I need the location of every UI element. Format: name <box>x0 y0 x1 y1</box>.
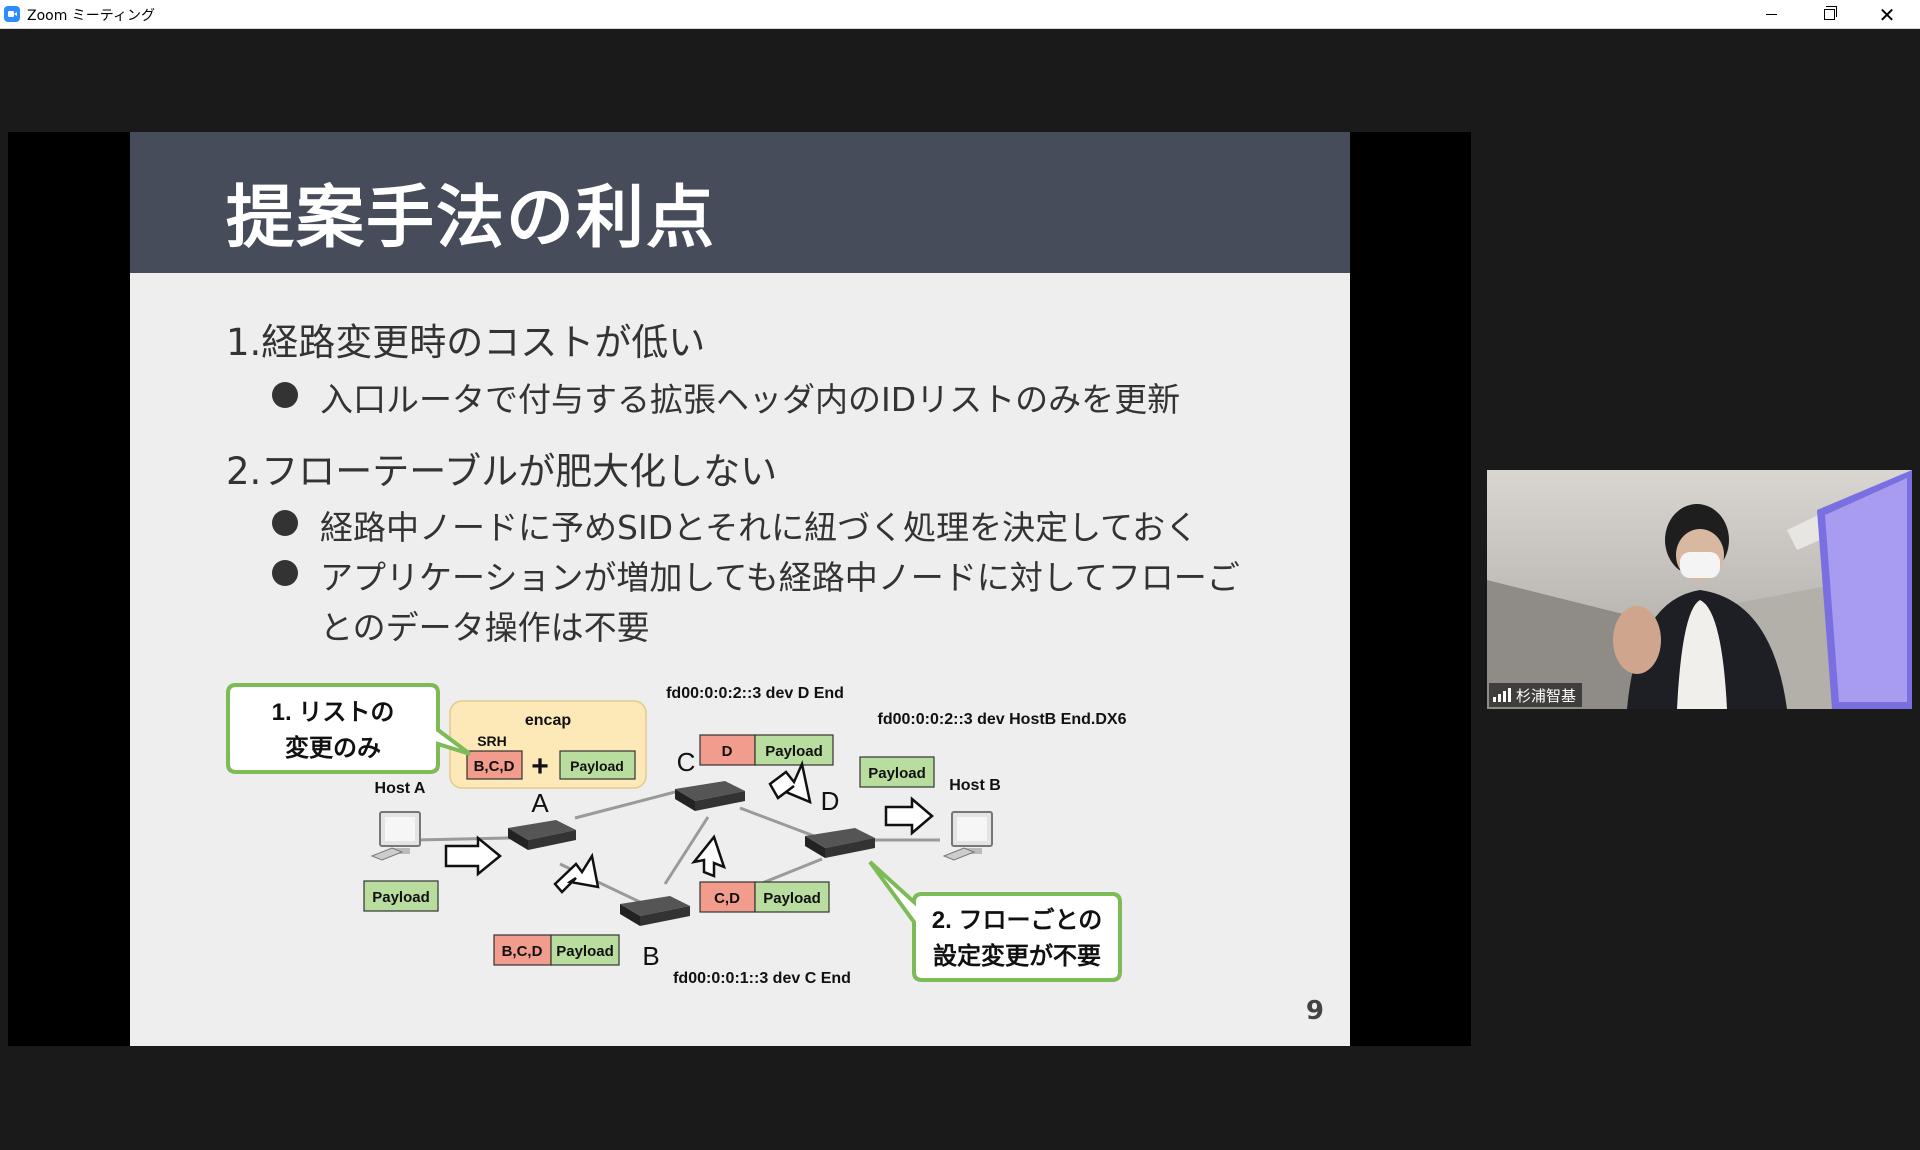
window-title: Zoom ミーティング <box>27 8 155 24</box>
bullet-dot <box>272 382 298 408</box>
d-packet-sid-text: D <box>722 743 733 760</box>
cd-packet-sid-box <box>699 881 756 913</box>
minimize-icon <box>1765 14 1777 15</box>
d-packet-payload-box <box>754 734 834 766</box>
network-diagram: encap SRH B,C,D + Payload 1. リストの 変更のみ H… <box>226 683 1127 987</box>
router-c-icon <box>675 781 745 811</box>
b-packet-payload-box <box>550 934 620 966</box>
close-icon: ✕ <box>1878 2 1896 27</box>
b-packet-sid-text: B,C,D <box>502 943 543 960</box>
cd-packet-payload-box <box>754 881 830 913</box>
bullet-dot <box>272 560 298 586</box>
node-b-sid-label: fd00:0:0:1::3 dev C End <box>673 970 851 987</box>
encap-payload-text: Payload <box>570 758 624 774</box>
node-d-sid-label: fd00:0:0:2::3 dev HostB End.DX6 <box>878 711 1127 728</box>
hostb-payload-box <box>859 756 935 788</box>
host-a-payload-box <box>363 880 439 912</box>
callout-2-line-1: 2. フローごとの <box>932 906 1102 934</box>
participant-name: 杉浦智基 <box>1516 686 1577 705</box>
signal-strength-icon <box>1493 688 1511 702</box>
callout-no-flow-change <box>868 860 1122 982</box>
node-d-label: D <box>821 786 840 816</box>
arrow-right-icon <box>884 796 934 836</box>
d-packet-payload-text: Payload <box>765 743 823 760</box>
point-2-bullet-1: 経路中ノードに予めSIDとそれに紐づく処理を決定しておく <box>320 508 1199 547</box>
point-1-heading: 1.経路変更時のコストが低い <box>226 321 706 364</box>
point-2-bullet-2-line-1: アプリケーションが増加しても経路中ノードに対してフローご <box>320 558 1240 597</box>
zoom-app-icon <box>4 6 20 22</box>
hostb-payload-text: Payload <box>868 765 926 782</box>
callout-2-line-2: 設定変更が不要 <box>933 942 1101 970</box>
host-a-label: Host A <box>375 780 426 797</box>
router-d-icon <box>805 828 875 858</box>
point-2-bullet-2-line-2: とのデータ操作は不要 <box>320 608 650 647</box>
srh-label: SRH <box>477 733 507 749</box>
encap-label: encap <box>525 712 571 729</box>
restore-icon <box>1823 6 1837 20</box>
encap-payload-box <box>559 750 636 780</box>
presentation-slide: 提案手法の利点 1.経路変更時のコストが低い 入口ルータで付与する拡張ヘッダ内の… <box>130 132 1350 1046</box>
point-1-bullet-1: 入口ルータで付与する拡張ヘッダ内のIDリストのみを更新 <box>320 380 1181 419</box>
arrow-down-right-icon <box>768 759 812 805</box>
window-titlebar: Zoom ミーティング ✕ <box>0 0 1920 29</box>
slide-title: 提案手法の利点 <box>226 179 717 258</box>
close-button[interactable]: ✕ <box>1858 0 1916 29</box>
host-b-computer-icon <box>942 811 993 861</box>
cd-packet-sid-text: C,D <box>714 890 740 907</box>
bullet-dot <box>272 510 298 536</box>
b-packet-payload-text: Payload <box>556 943 614 960</box>
node-c-label: C <box>677 747 696 777</box>
minimize-button[interactable] <box>1742 0 1800 29</box>
cd-packet-payload-text: Payload <box>763 890 821 907</box>
srh-list-text: B,C,D <box>474 758 515 775</box>
arrow-up-icon <box>690 834 727 878</box>
slide-header-band: 提案手法の利点 <box>130 132 1350 273</box>
shared-screen[interactable]: 提案手法の利点 1.経路変更時のコストが低い 入口ルータで付与する拡張ヘッダ内の… <box>8 132 1471 1046</box>
host-a-computer-icon <box>370 811 421 861</box>
participant-video-image <box>1487 470 1912 709</box>
callout-1-line-2: 変更のみ <box>285 734 381 762</box>
router-a-icon <box>508 820 576 850</box>
participant-name-tag: 杉浦智基 <box>1489 683 1583 707</box>
slide-page-number: 9 <box>1305 996 1324 1026</box>
arrow-down-right-icon <box>553 852 600 894</box>
host-b-label: Host B <box>949 777 1001 794</box>
participant-video-tile[interactable]: 杉浦智基 <box>1487 470 1912 709</box>
callout-list-change <box>226 683 472 774</box>
point-2-heading: 2.フローテーブルが肥大化しない <box>226 450 778 493</box>
router-b-icon <box>620 896 690 926</box>
host-a-payload-text: Payload <box>372 889 430 906</box>
callout-1-line-1: 1. リストの <box>272 699 395 726</box>
node-c-sid-label: fd00:0:0:2::3 dev D End <box>666 685 844 702</box>
node-a-label: A <box>531 788 549 818</box>
arrow-right-icon <box>444 835 502 877</box>
b-packet-sid-box <box>493 934 552 966</box>
node-b-label: B <box>642 941 659 971</box>
srh-list-box <box>466 750 523 780</box>
restore-button[interactable] <box>1800 0 1858 29</box>
plus-sign: + <box>531 750 549 783</box>
